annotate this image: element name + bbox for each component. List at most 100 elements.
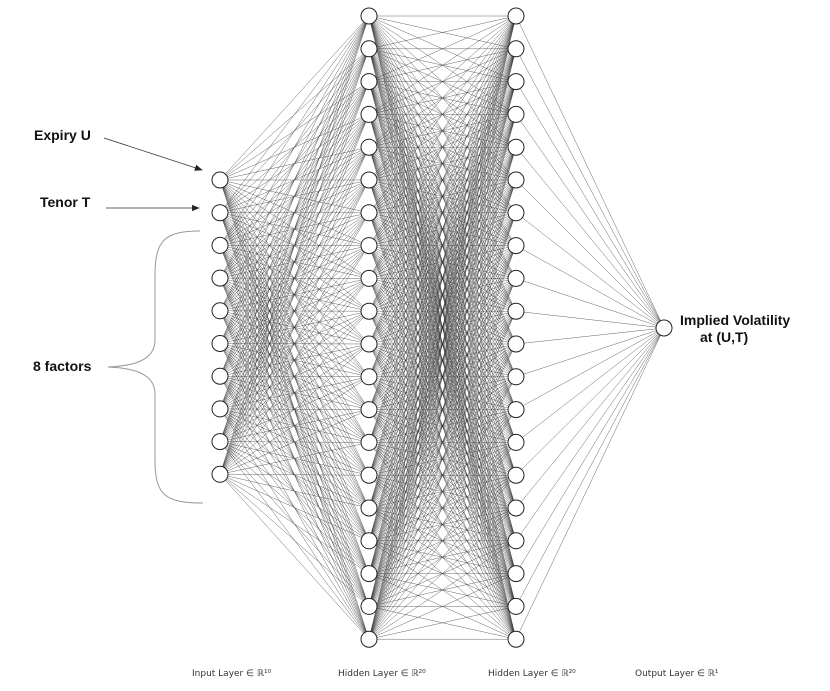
input-node-9 xyxy=(211,465,229,483)
edge-l2-19-0 xyxy=(515,327,665,640)
edge-l0-9-2 xyxy=(219,81,370,475)
edge-l1-18-0 xyxy=(368,15,517,607)
hidden1-node-0 xyxy=(360,7,378,25)
edge-l1-19-1 xyxy=(368,48,517,640)
factors-brace xyxy=(107,230,204,504)
hidden1-node-8 xyxy=(360,269,378,287)
edge-l1-4-0 xyxy=(368,15,517,148)
edge-l0-9-4 xyxy=(219,147,370,475)
edge-l1-15-0 xyxy=(368,15,517,509)
edge-l0-0-0 xyxy=(219,15,370,181)
edge-l1-19-7 xyxy=(368,245,517,640)
edge-l1-19-18 xyxy=(368,606,517,640)
edge-l1-19-17 xyxy=(368,573,517,640)
edge-l0-9-1 xyxy=(219,48,370,475)
output-label-line2: at (U,T) xyxy=(700,329,748,345)
hidden2-node-1 xyxy=(507,40,525,58)
edge-l1-9-0 xyxy=(368,15,517,312)
edge-l0-6-0 xyxy=(219,15,370,377)
hidden2-node-14 xyxy=(507,466,525,484)
edge-l0-9-14 xyxy=(219,474,370,476)
edge-l0-9-0 xyxy=(219,15,370,475)
hidden2-node-13 xyxy=(507,433,525,451)
edge-l1-19-12 xyxy=(368,409,517,640)
hidden1-node-1 xyxy=(360,40,378,58)
edge-l0-5-0 xyxy=(219,15,370,344)
hidden1-node-19 xyxy=(360,630,378,648)
hidden1-node-5 xyxy=(360,171,378,189)
edge-l0-9-7 xyxy=(219,245,370,475)
hidden1-node-2 xyxy=(360,73,378,91)
edge-l2-9-0 xyxy=(515,310,665,329)
edge-l0-8-0 xyxy=(219,15,370,442)
hidden1-node-13 xyxy=(360,433,378,451)
layer-caption-input: Input Layer ∈ ℝ¹⁰ xyxy=(192,669,272,679)
input-node-7 xyxy=(211,400,229,418)
hidden2-node-4 xyxy=(507,138,525,156)
edge-l1-19-5 xyxy=(368,179,517,640)
hidden2-node-8 xyxy=(507,269,525,287)
input-node-6 xyxy=(211,367,229,385)
edge-l2-4-0 xyxy=(515,147,665,329)
hidden2-node-15 xyxy=(507,499,525,517)
edge-l0-9-18 xyxy=(219,474,370,607)
edge-l0-4-0 xyxy=(219,15,370,311)
edge-l1-19-3 xyxy=(368,114,517,640)
hidden1-node-4 xyxy=(360,138,378,156)
hidden2-node-19 xyxy=(507,630,525,648)
hidden2-node-18 xyxy=(507,597,525,615)
edge-l0-9-15 xyxy=(219,474,370,509)
edge-l2-5-0 xyxy=(515,179,665,329)
edge-l1-1-0 xyxy=(368,15,517,50)
tenor-label: Tenor T xyxy=(40,194,91,210)
edge-l1-13-0 xyxy=(368,15,517,443)
edge-l1-7-0 xyxy=(368,15,517,246)
hidden1-node-14 xyxy=(360,466,378,484)
layer-caption-hidden-1: Hidden Layer ∈ ℝ²⁰ xyxy=(338,669,426,679)
edge-l1-19-15 xyxy=(368,507,517,640)
edge-l1-14-0 xyxy=(368,15,517,476)
edge-l1-19-16 xyxy=(368,540,517,640)
edge-l2-6-0 xyxy=(515,212,665,329)
hidden2-node-5 xyxy=(507,171,525,189)
hidden2-node-17 xyxy=(507,565,525,583)
edge-l0-9-13 xyxy=(219,442,370,475)
edge-l1-5-0 xyxy=(368,15,517,181)
hidden1-node-16 xyxy=(360,532,378,550)
edge-l1-19-11 xyxy=(368,376,517,640)
edge-l2-2-0 xyxy=(515,81,665,329)
connections xyxy=(219,15,665,640)
layer-caption-hidden-2: Hidden Layer ∈ ℝ²⁰ xyxy=(488,669,576,679)
edge-l0-3-0 xyxy=(219,15,370,279)
hidden2-node-10 xyxy=(507,335,525,353)
edge-l1-19-6 xyxy=(368,212,517,640)
edge-l2-1-0 xyxy=(515,48,665,329)
edge-l1-17-0 xyxy=(368,15,517,574)
input-node-2 xyxy=(211,236,229,254)
input-node-5 xyxy=(211,335,229,352)
edge-l0-9-11 xyxy=(219,376,370,475)
edge-l1-11-0 xyxy=(368,15,517,377)
edge-l2-12-0 xyxy=(515,327,665,410)
edge-l2-8-0 xyxy=(515,278,665,329)
hidden2-node-3 xyxy=(507,105,525,123)
expiry-label: Expiry U xyxy=(34,127,91,143)
edge-l2-7-0 xyxy=(515,245,665,329)
edge-l2-14-0 xyxy=(515,327,665,476)
edge-l1-3-0 xyxy=(368,15,517,115)
edge-l1-19-10 xyxy=(368,343,517,640)
edge-l1-19-2 xyxy=(368,81,517,640)
edge-l0-9-12 xyxy=(219,409,370,475)
edge-l2-0-0 xyxy=(515,15,665,329)
hidden2-node-11 xyxy=(507,368,525,386)
hidden2-node-16 xyxy=(507,532,525,550)
edge-l2-3-0 xyxy=(515,114,665,329)
edge-l0-9-9 xyxy=(219,311,370,475)
hidden1-node-17 xyxy=(360,565,378,583)
edge-l0-2-0 xyxy=(219,15,370,246)
edge-l1-19-14 xyxy=(368,475,517,640)
edge-l0-1-0 xyxy=(219,15,370,213)
edge-l0-9-6 xyxy=(219,212,370,475)
input-node-4 xyxy=(211,302,229,320)
